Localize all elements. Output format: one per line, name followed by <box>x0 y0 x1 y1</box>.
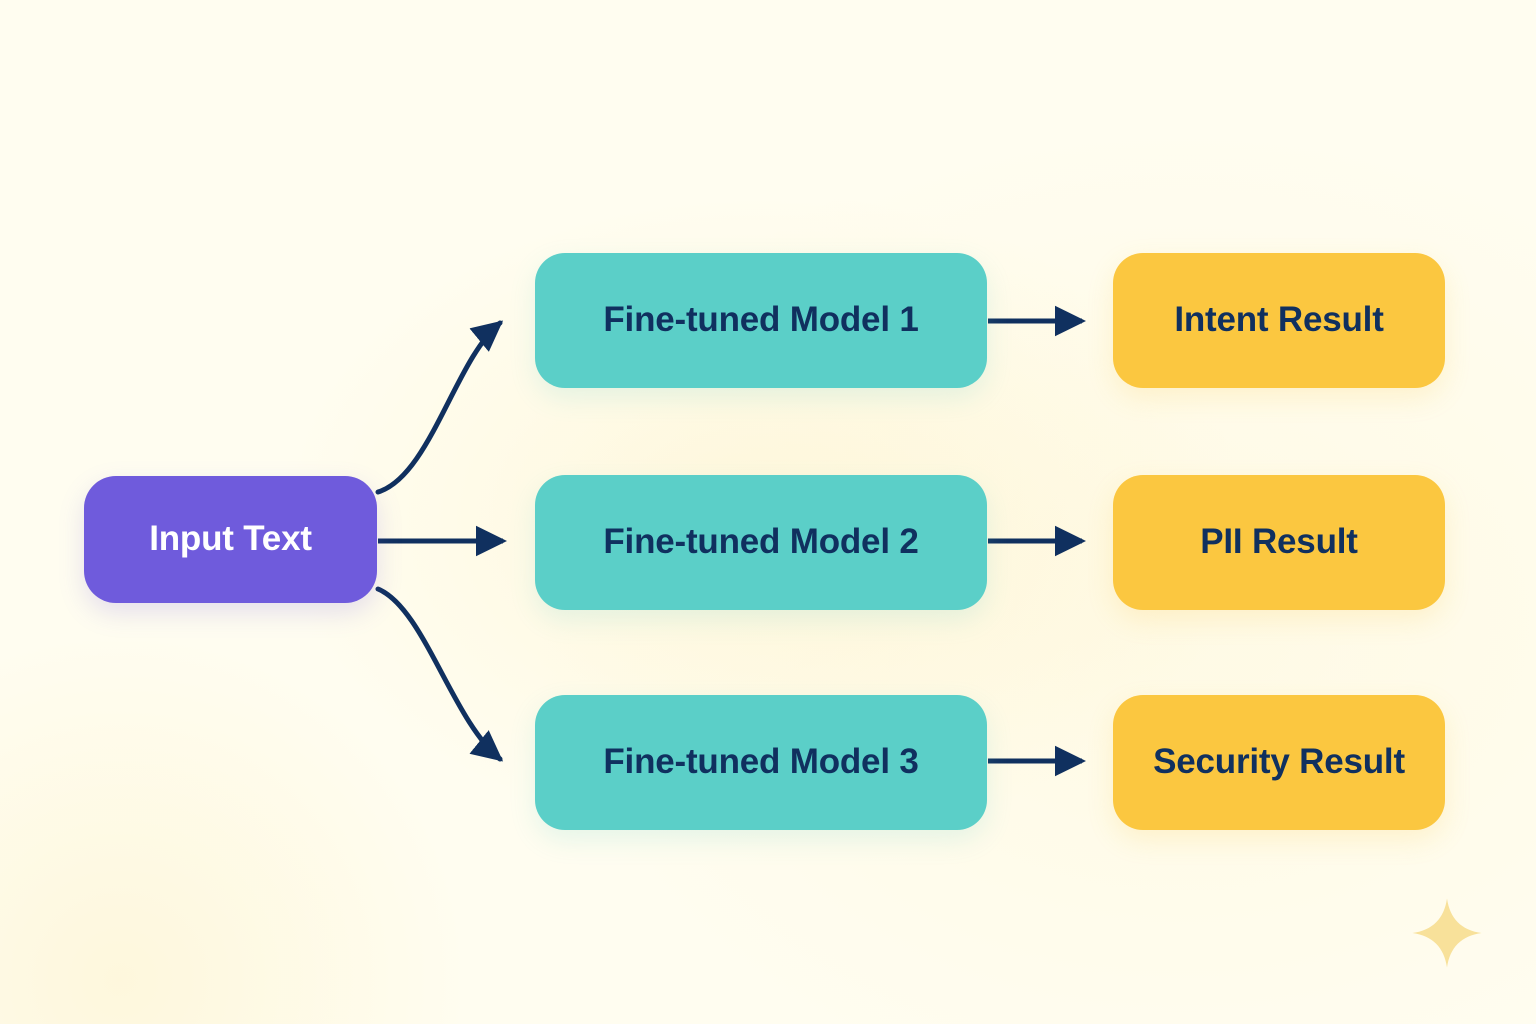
node-fine-tuned-model-3-label: Fine-tuned Model 3 <box>603 742 919 782</box>
node-security-result-label: Security Result <box>1153 742 1405 782</box>
node-fine-tuned-model-2[interactable]: Fine-tuned Model 2 <box>535 475 987 610</box>
node-fine-tuned-model-2-label: Fine-tuned Model 2 <box>603 522 919 562</box>
node-security-result[interactable]: Security Result <box>1113 695 1445 830</box>
edge-input-to-model-3 <box>375 586 504 762</box>
node-intent-result-label: Intent Result <box>1174 300 1384 340</box>
node-fine-tuned-model-1-label: Fine-tuned Model 1 <box>603 300 919 340</box>
node-input-text[interactable]: Input Text <box>84 476 377 603</box>
node-fine-tuned-model-1[interactable]: Fine-tuned Model 1 <box>535 253 987 388</box>
node-pii-result-label: PII Result <box>1200 522 1358 562</box>
sparkle-icon <box>1412 898 1482 968</box>
node-fine-tuned-model-3[interactable]: Fine-tuned Model 3 <box>535 695 987 830</box>
node-pii-result[interactable]: PII Result <box>1113 475 1445 610</box>
edge-input-to-model-1 <box>375 320 504 495</box>
node-intent-result[interactable]: Intent Result <box>1113 253 1445 388</box>
node-input-text-label: Input Text <box>149 519 312 559</box>
